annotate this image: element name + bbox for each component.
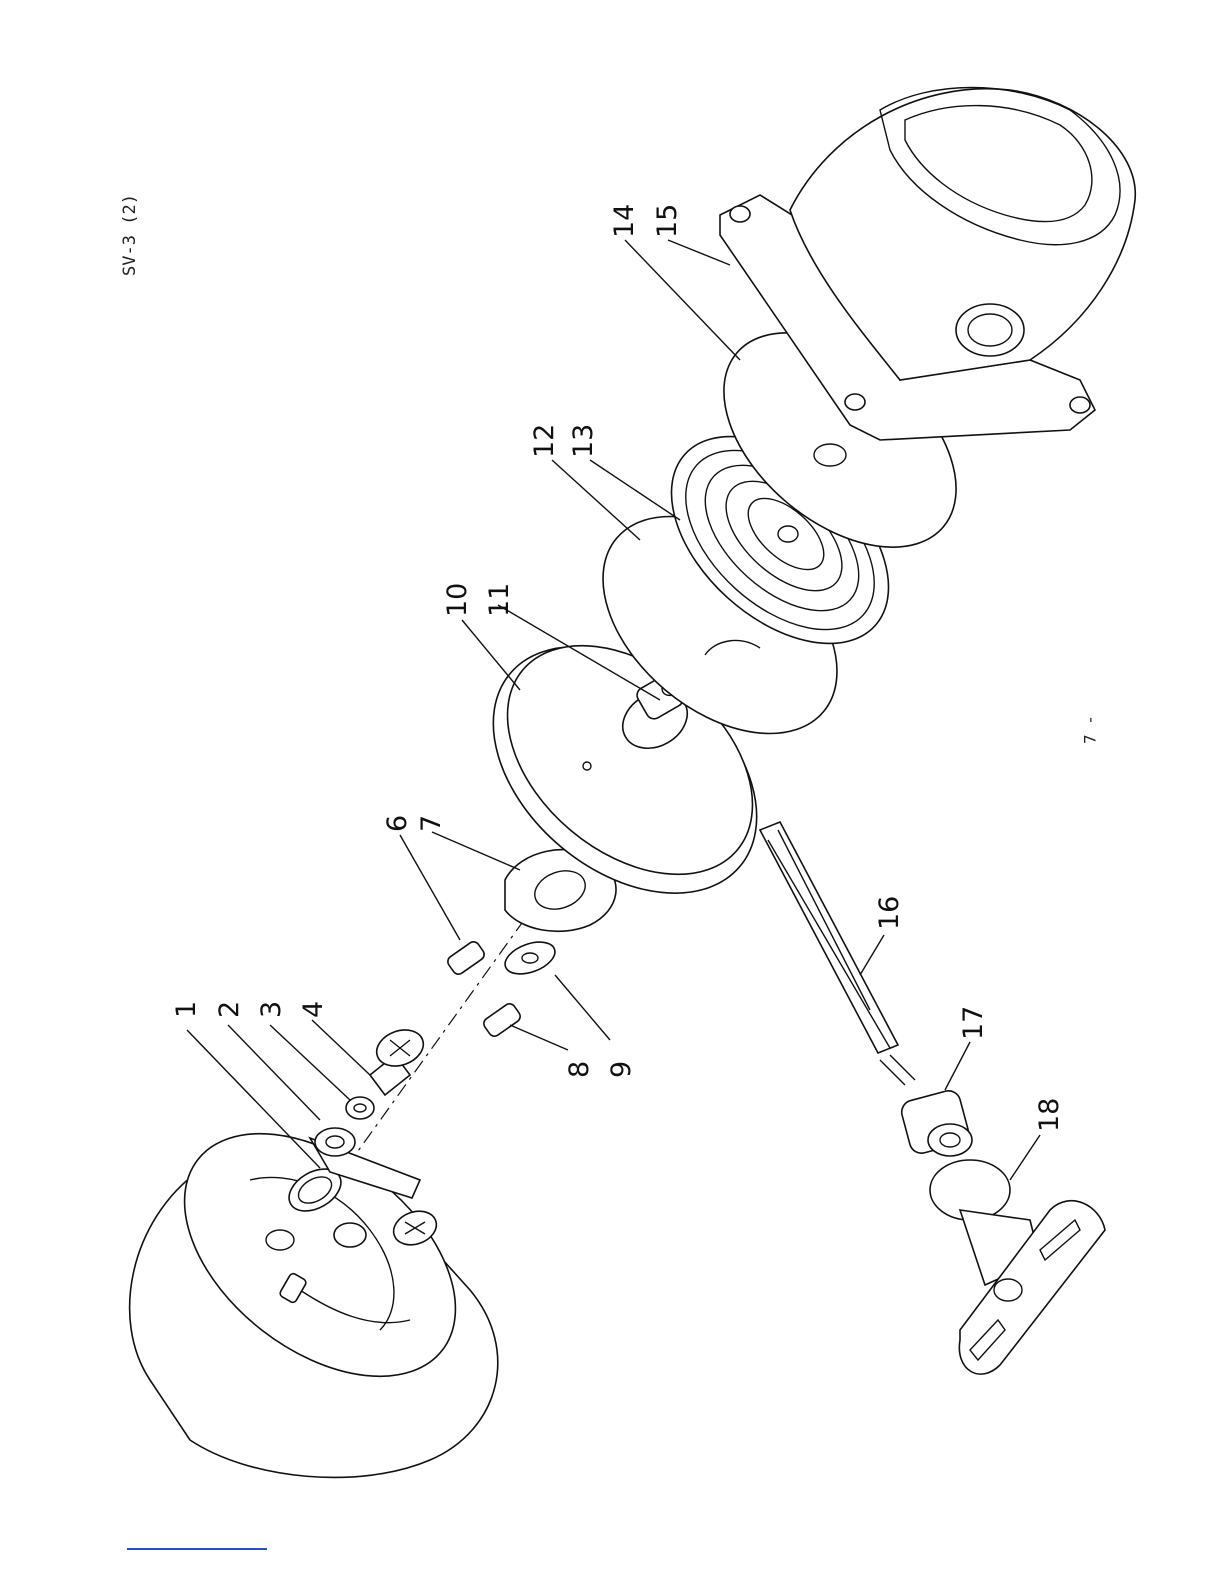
callout-16: 16 bbox=[874, 896, 905, 930]
callout-14: 14 bbox=[609, 204, 640, 238]
starter-handle bbox=[930, 1160, 1105, 1374]
callout-17: 17 bbox=[958, 1006, 989, 1040]
callout-18: 18 bbox=[1034, 1098, 1065, 1132]
callout-3: 3 bbox=[256, 1001, 287, 1018]
plate-screws bbox=[446, 850, 616, 1039]
callout-6: 6 bbox=[382, 815, 413, 832]
callout-8: 8 bbox=[564, 1061, 595, 1078]
callout-2: 2 bbox=[214, 1001, 245, 1018]
callout-10: 10 bbox=[442, 583, 473, 617]
callout-15: 15 bbox=[652, 204, 683, 238]
callout-9: 9 bbox=[606, 1061, 637, 1078]
callout-13: 13 bbox=[568, 424, 599, 458]
screw-and-washer bbox=[346, 1024, 428, 1119]
callout-4: 4 bbox=[298, 1001, 329, 1018]
callout-12: 12 bbox=[529, 424, 560, 458]
callout-11: 11 bbox=[484, 583, 515, 617]
rope-guide bbox=[899, 1088, 972, 1156]
callout-1: 1 bbox=[171, 1001, 202, 1018]
starter-rope bbox=[760, 822, 915, 1085]
callout-7: 7 bbox=[416, 815, 447, 832]
